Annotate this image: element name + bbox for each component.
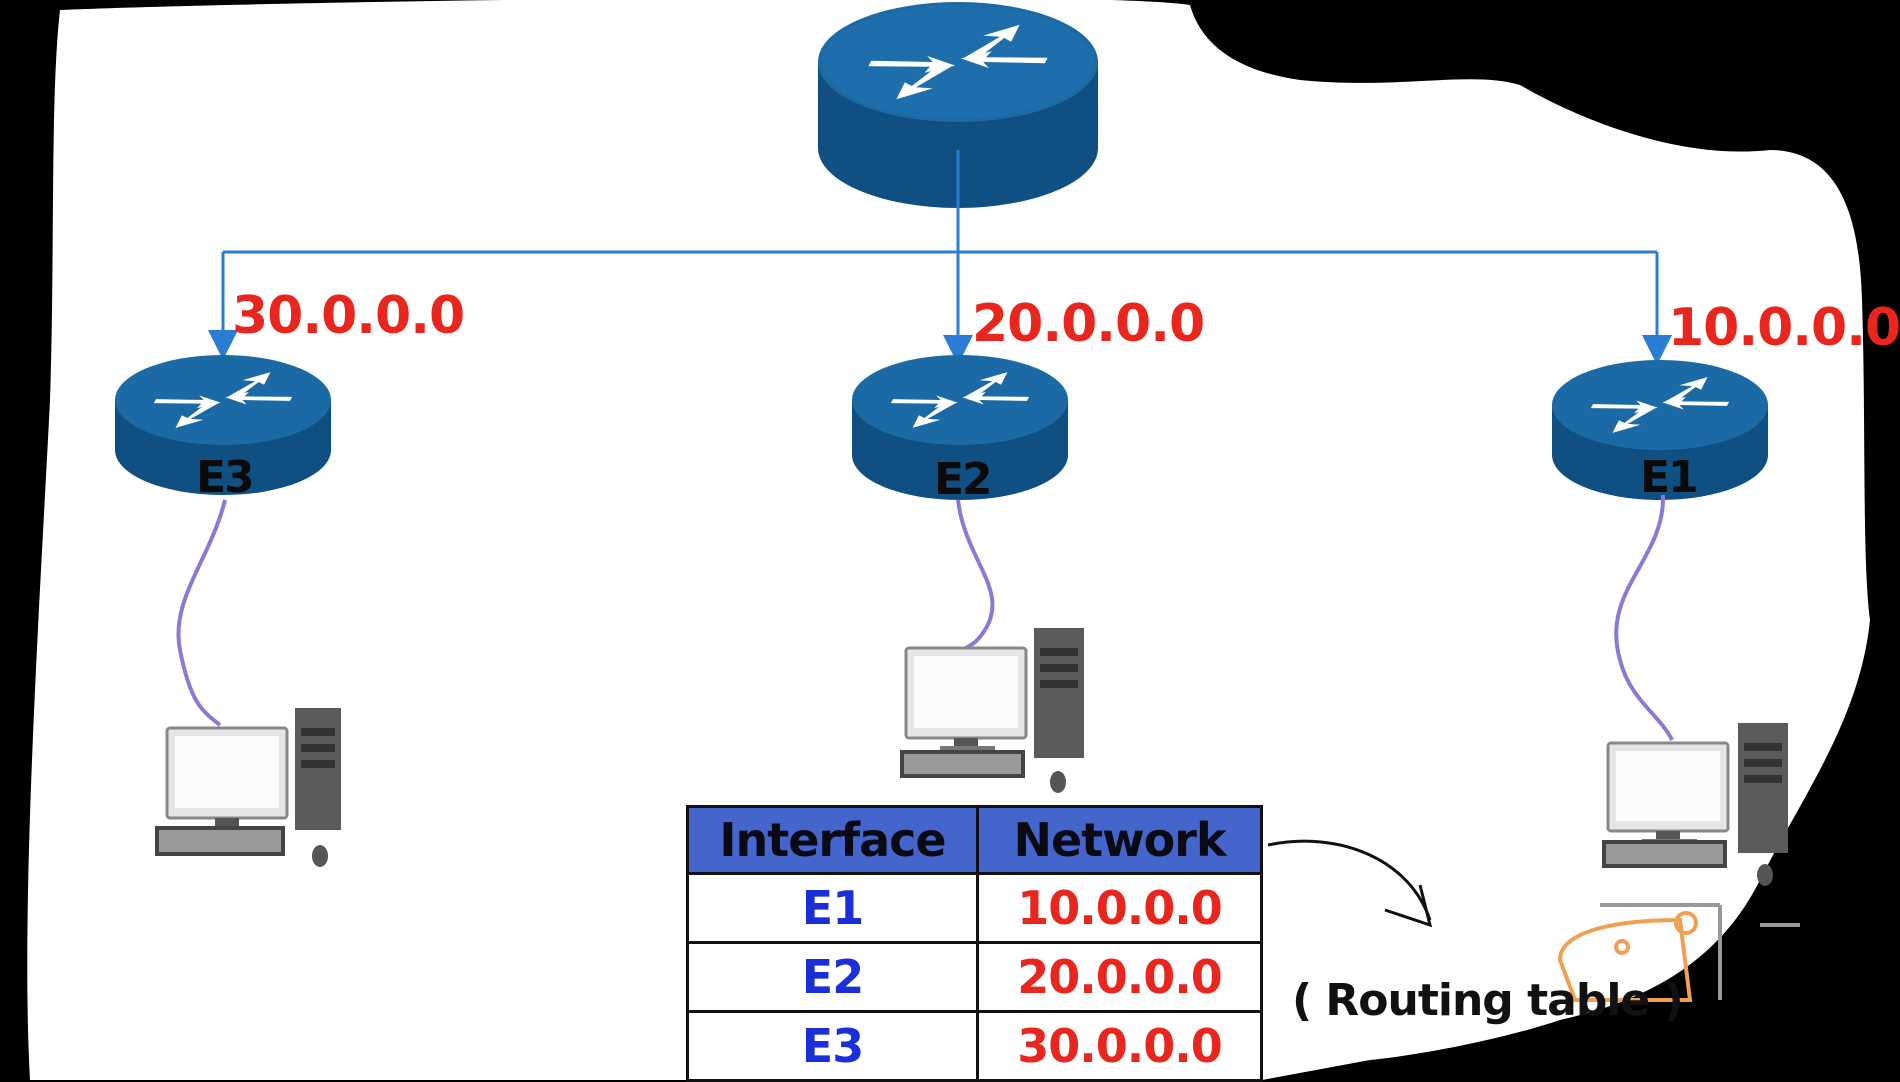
table-row: E3 30.0.0.0	[686, 1010, 1263, 1082]
computer-e2-icon	[900, 628, 1084, 793]
table-row: E2 20.0.0.0	[686, 941, 1263, 1013]
network-label-e1: 10.0.0.0	[1668, 298, 1900, 358]
interface-label-e2: E2	[934, 454, 993, 505]
network-label-e2: 20.0.0.0	[972, 294, 1205, 354]
network-label-e3: 30.0.0.0	[232, 286, 465, 346]
caption-arrow-icon	[1267, 839, 1432, 921]
backbone-links	[208, 150, 1672, 365]
caption-arrowhead-icon	[1384, 884, 1433, 928]
routing-table-header-network: Network	[976, 805, 1263, 875]
routing-table-header-row: Interface Network	[686, 805, 1263, 875]
pc-cables	[176, 494, 1674, 741]
routing-table-caption: ( Routing table )	[1292, 975, 1684, 1026]
routing-table-interface-cell: E3	[686, 1010, 979, 1082]
routing-table-interface-cell: E1	[686, 872, 979, 944]
interface-label-e1: E1	[1640, 452, 1699, 503]
computer-e3-icon	[155, 708, 341, 867]
decorative-logo-icon	[1557, 903, 1800, 1002]
routing-table-interface-cell: E2	[686, 941, 979, 1013]
routing-table: Interface Network E1 10.0.0.0 E2 20.0.0.…	[686, 805, 1263, 1082]
router-e1-icon	[1552, 360, 1768, 500]
background-blob	[27, 0, 1870, 1080]
routing-table-header-interface: Interface	[686, 805, 979, 875]
routing-table-network-cell: 10.0.0.0	[976, 872, 1263, 944]
router-e2-icon	[852, 355, 1068, 500]
interface-label-e3: E3	[196, 452, 255, 503]
table-row: E1 10.0.0.0	[686, 872, 1263, 944]
core-router-icon	[818, 2, 1098, 208]
router-e3-icon	[115, 355, 331, 495]
routing-table-network-cell: 30.0.0.0	[976, 1010, 1263, 1082]
computer-e1-icon	[1602, 723, 1788, 886]
routing-table-network-cell: 20.0.0.0	[976, 941, 1263, 1013]
